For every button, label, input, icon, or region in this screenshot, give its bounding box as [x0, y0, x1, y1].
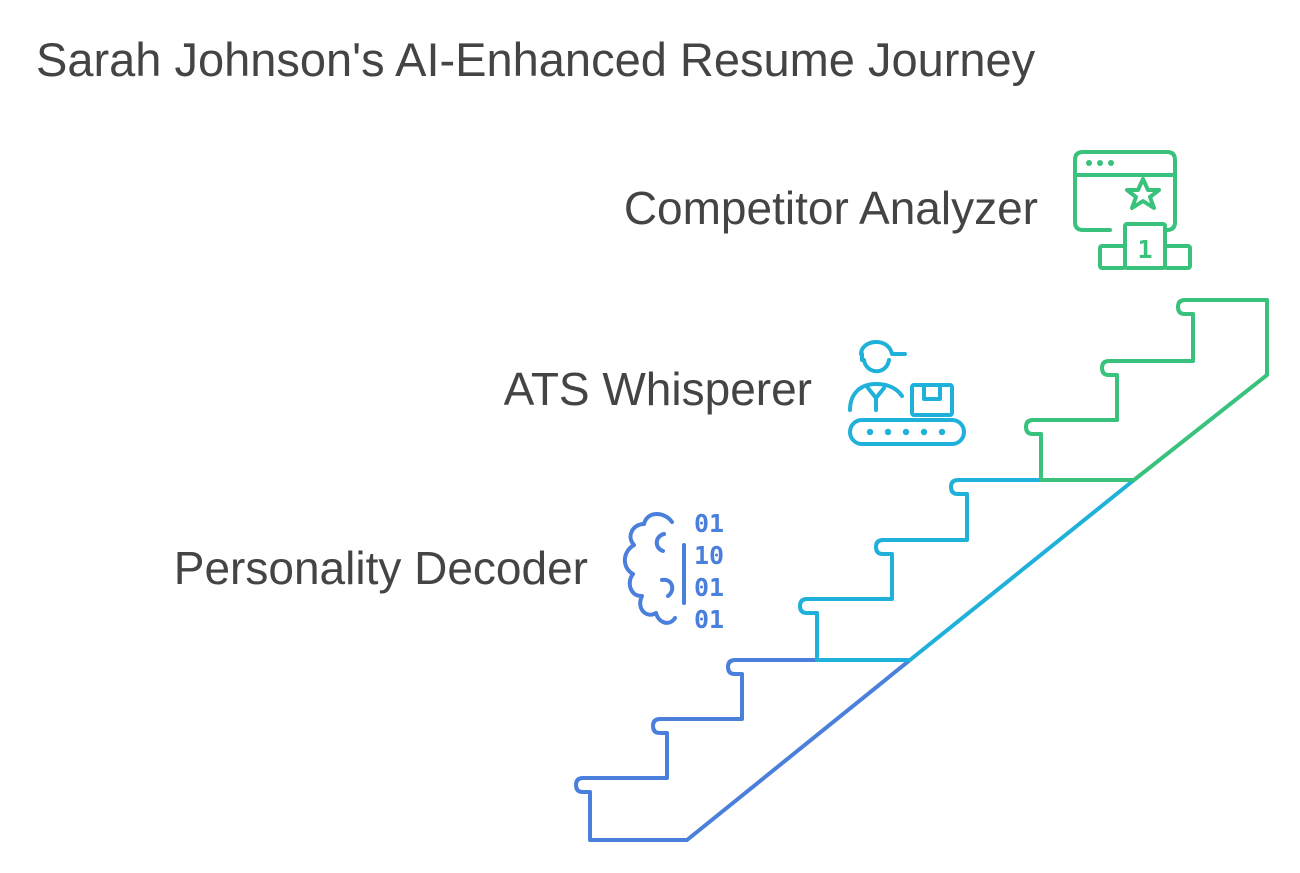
binary-row-4: 01: [694, 605, 724, 634]
binary-row-3: 01: [694, 573, 724, 602]
brain-binary-icon: 01 10 01 01: [622, 509, 724, 634]
binary-row-2: 10: [694, 541, 724, 570]
staircase-segment-3: [1024, 298, 1269, 482]
staircase-segment-1: [574, 658, 912, 842]
step-label-ats-whisperer: ATS Whisperer: [503, 363, 812, 415]
binary-row-1: 01: [694, 509, 724, 538]
conveyor-rollers: [866, 428, 946, 436]
worker-conveyor-icon: [848, 340, 966, 446]
step-label-personality-decoder: Personality Decoder: [173, 542, 588, 594]
podium-number: 1: [1137, 235, 1152, 264]
diagram-title: Sarah Johnson's AI-Enhanced Resume Journ…: [36, 33, 1036, 86]
staircase-segment-2: [798, 478, 1136, 662]
podium-star-window-icon: 1: [1073, 150, 1192, 270]
step-label-competitor-analyzer: Competitor Analyzer: [623, 182, 1038, 234]
